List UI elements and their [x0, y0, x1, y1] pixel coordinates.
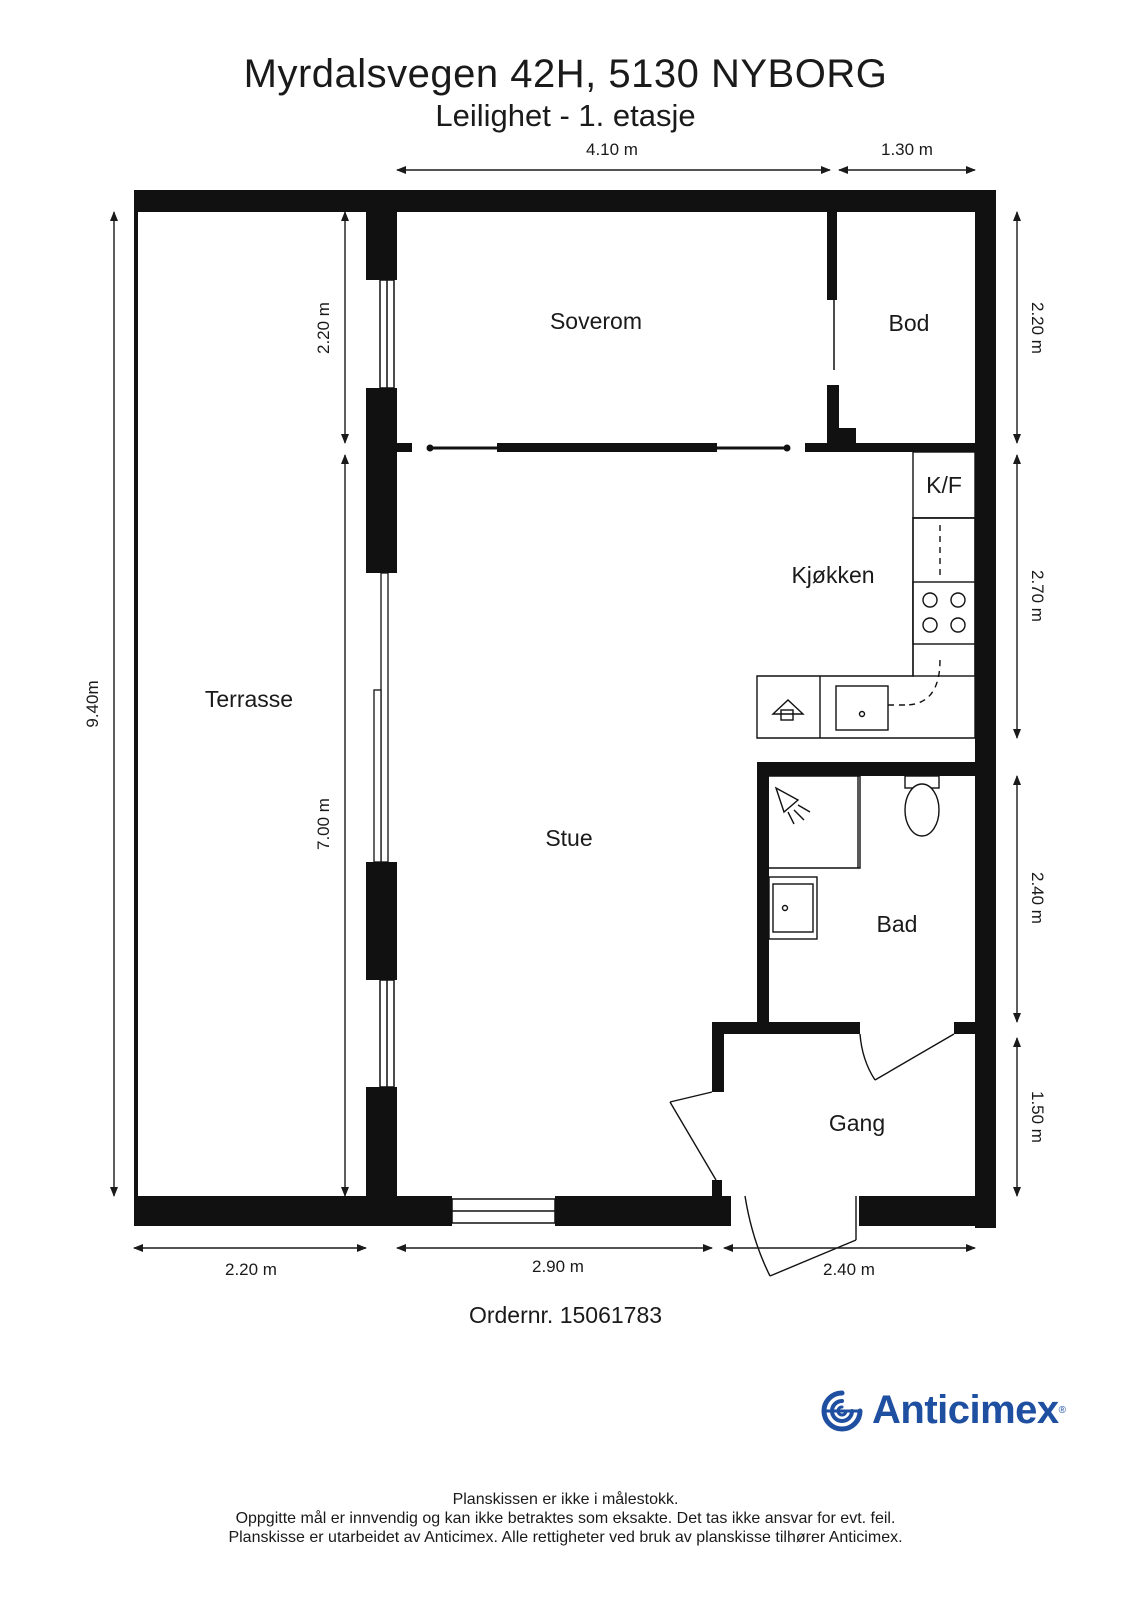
sliding-door-terrace — [373, 572, 389, 863]
order-number: Ordernr. 15061783 — [468, 1302, 663, 1328]
wall-top — [134, 190, 996, 212]
wall-bottom-mid — [555, 1196, 731, 1226]
wall-sov-mid — [497, 443, 717, 452]
wall-divider-1 — [366, 190, 397, 280]
dim-top-left: 4.10 m — [586, 140, 638, 159]
terrace-edge-left — [134, 190, 138, 1226]
wall-bad-top — [757, 762, 975, 776]
dimension-lines — [110, 166, 1021, 1252]
room-bod: Bod — [889, 310, 930, 336]
footer-disclaimer: Planskissen er ikke i målestokk. Oppgitt… — [0, 1490, 1131, 1547]
wall-bad-bottom-right — [954, 1022, 975, 1034]
dim-bottom-3: 2.40 m — [823, 1260, 875, 1279]
dim-bottom-2: 2.90 m — [532, 1257, 584, 1276]
dim-right-4: 1.50 m — [1028, 1091, 1047, 1143]
room-kf: K/F — [926, 472, 962, 498]
room-bad: Bad — [877, 911, 918, 937]
wall-gang-left — [712, 1022, 724, 1092]
wall-bod-top — [827, 212, 837, 300]
wall-bottom-left — [134, 1196, 452, 1226]
dim-right-3: 2.40 m — [1028, 872, 1047, 924]
wall-bad-bottom-left — [712, 1022, 860, 1034]
dim-left-total: 9.40m — [83, 680, 102, 727]
dim-terrace-upper: 2.20 m — [314, 302, 333, 354]
kitchen-fixtures — [756, 451, 976, 739]
dim-right-1: 2.20 m — [1028, 302, 1047, 354]
dim-bottom-1: 2.20 m — [225, 1260, 277, 1279]
wall-bottom-right — [859, 1196, 996, 1226]
wall-gang-left-low — [712, 1180, 722, 1196]
footer-line-3: Planskisse er utarbeidet av Anticimex. A… — [228, 1529, 903, 1546]
wall-sov-right — [805, 443, 975, 452]
anticimex-logo-icon — [821, 1390, 863, 1431]
counter-bottom — [756, 517, 976, 739]
sliding-door-soverom — [426, 444, 791, 452]
room-stue: Stue — [545, 825, 592, 851]
dim-terrace-lower: 7.00 m — [314, 798, 333, 850]
room-kjokken: Kjøkken — [791, 562, 874, 588]
dim-top-right: 1.30 m — [881, 140, 933, 159]
plan-title: Myrdalsvegen 42H, 5130 NYBORG — [243, 52, 888, 96]
toilet — [904, 775, 940, 837]
room-soverom: Soverom — [550, 308, 642, 334]
footer-line-2: Oppgitte mål er innvendig og kan ikke be… — [235, 1510, 896, 1527]
stove — [912, 581, 976, 645]
wall-divider-4 — [366, 1087, 397, 1226]
registered-mark: ® — [1058, 1405, 1067, 1416]
wall-sov-left — [397, 443, 412, 452]
wall-bod-bottom — [827, 385, 839, 449]
bathroom-fixtures — [768, 775, 940, 940]
wall-divider-2 — [366, 388, 397, 573]
footer-line-1: Planskissen er ikke i målestokk. — [452, 1491, 679, 1508]
walls — [134, 190, 996, 1228]
fridge — [912, 451, 976, 519]
dishwasher-icon — [771, 699, 805, 715]
shower-icon — [774, 786, 811, 825]
wall-divider-3 — [366, 862, 397, 980]
room-gang: Gang — [829, 1110, 885, 1136]
anticimex-logo: Anticimex® — [818, 1388, 1066, 1433]
plan-subtitle: Leilighet - 1. etasje — [435, 98, 696, 133]
sink — [835, 685, 889, 731]
windows — [379, 279, 556, 1224]
wall-bad-left — [757, 762, 769, 1030]
wall-right — [975, 190, 996, 1228]
dim-right-2: 2.70 m — [1028, 570, 1047, 622]
shower — [769, 775, 861, 869]
room-terrasse: Terrasse — [205, 686, 293, 712]
logo-text: Anticimex — [872, 1388, 1059, 1432]
washbasin — [768, 876, 818, 940]
